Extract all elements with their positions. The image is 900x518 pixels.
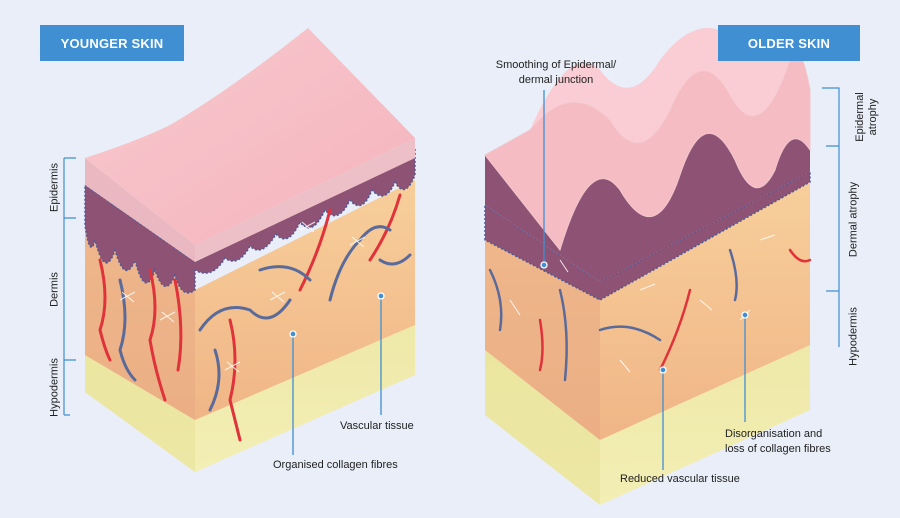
label-reduced-vascular: Reduced vascular tissue	[620, 473, 740, 485]
label-epidermis: Epidermis	[48, 163, 61, 212]
label-disorg-line1: Disorganisation and	[725, 428, 823, 440]
label-disorg-line2: loss of collagen fibres	[725, 443, 831, 455]
label-dermal-atrophy: Dermal atrophy	[847, 181, 860, 258]
label-smoothing-line2: dermal junction	[518, 74, 594, 86]
label-hypodermis-older: Hypodermis	[847, 307, 860, 366]
younger-layer-brackets	[63, 157, 76, 416]
label-smoothing-junction: Smoothing of Epidermal/ dermal junction	[482, 58, 630, 88]
older-layer-brackets	[822, 87, 840, 347]
label-smoothing-line1: Smoothing of Epidermal/	[495, 59, 617, 71]
label-vascular-tissue: Vascular tissue	[340, 420, 414, 432]
younger-skin-block	[84, 28, 416, 472]
older-skin-title: OLDER SKIN	[718, 25, 860, 61]
older-skin-block	[484, 28, 812, 505]
label-disorganisation: Disorganisation and loss of collagen fib…	[725, 427, 831, 457]
label-hypodermis-younger: Hypodermis	[48, 358, 61, 417]
label-epidermal-atrophy: Epidermal atrophy	[854, 92, 879, 142]
younger-skin-title: YOUNGER SKIN	[40, 25, 184, 61]
label-dermis: Dermis	[48, 272, 61, 307]
label-organised-collagen: Organised collagen fibres	[273, 459, 398, 471]
annotation-leaders	[289, 90, 749, 470]
